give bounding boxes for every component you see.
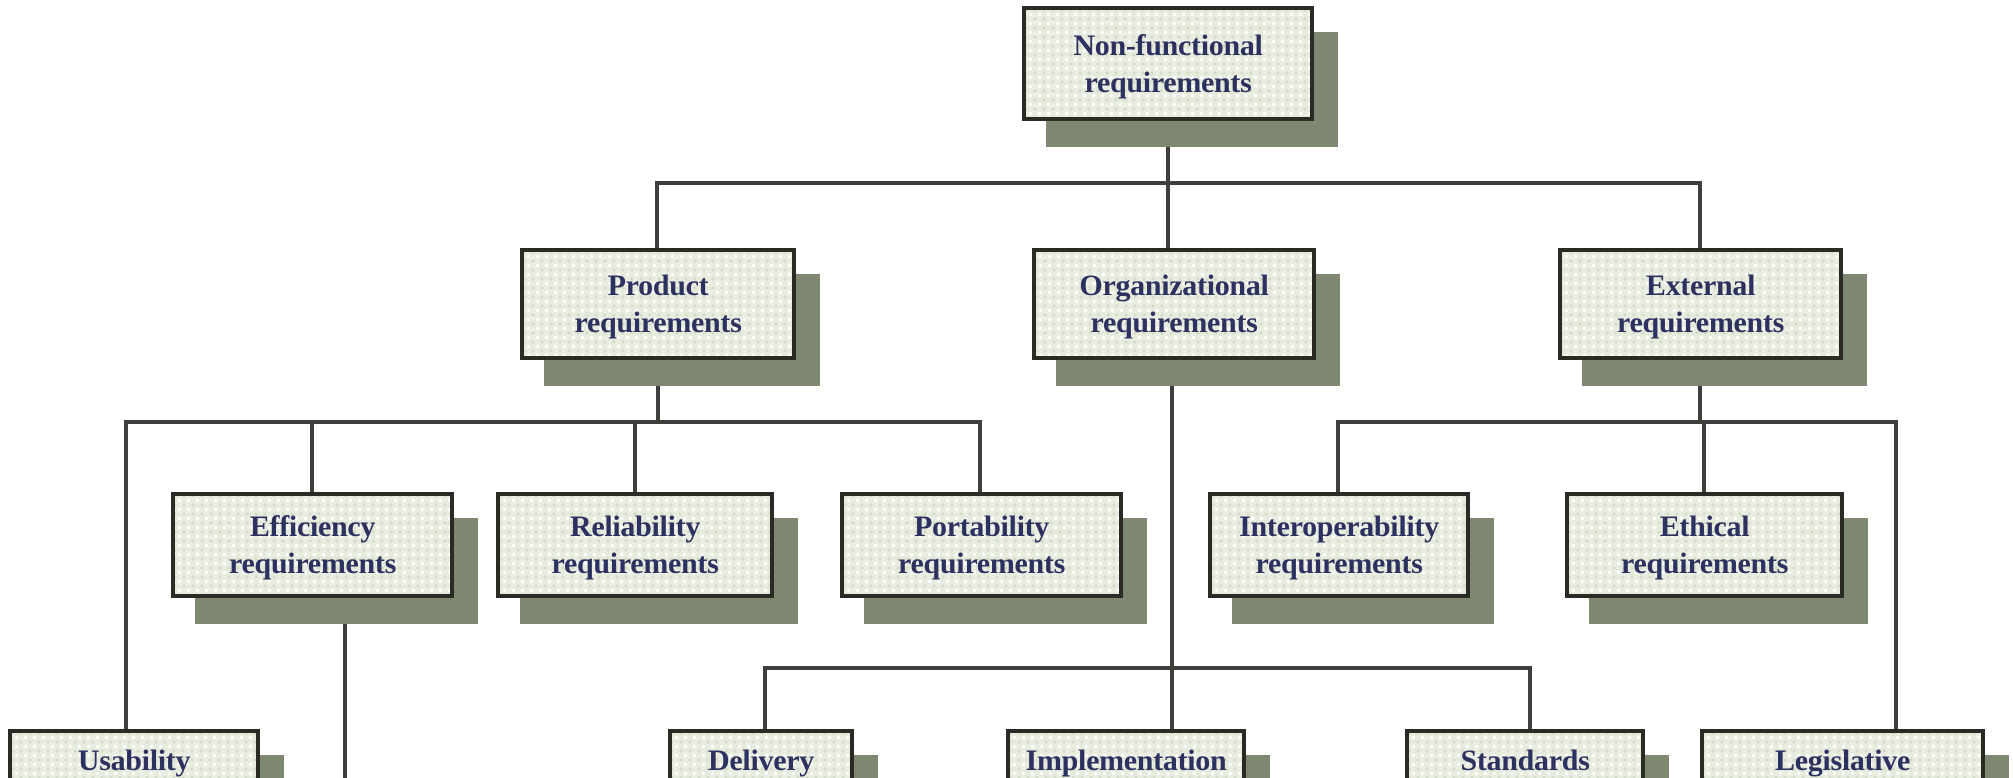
node-external-requirements: External requirements: [1558, 248, 1843, 360]
node-label-line: Interoperability: [1239, 510, 1439, 543]
connector-line-vertical: [1166, 121, 1170, 250]
connector-line-horizontal: [1336, 420, 1898, 424]
node-label-line: Implementation: [1025, 744, 1227, 777]
node-label-line: requirements: [1084, 65, 1252, 99]
node-label-line: requirements: [1617, 306, 1784, 339]
node-portability-requirements: Portability requirements: [840, 492, 1123, 598]
connector-line-vertical: [343, 598, 347, 778]
node-label-line: requirements: [229, 547, 396, 580]
node-label-line: Delivery: [708, 744, 814, 777]
node-label-line: Ethical: [1659, 510, 1750, 543]
connector-line-vertical: [633, 420, 637, 492]
connector-line-vertical: [1698, 181, 1702, 248]
node-usability: Usability: [8, 729, 260, 778]
connector-line-vertical: [1336, 420, 1340, 492]
node-label-line: Reliability: [569, 510, 701, 543]
node-label-line: requirements: [1255, 547, 1423, 580]
connector-line-vertical: [978, 420, 982, 492]
node-ethical-requirements: Ethical requirements: [1565, 492, 1844, 598]
node-label-line: Portability: [913, 510, 1049, 543]
node-label-line: Legislative: [1774, 744, 1910, 777]
connector-line-vertical: [763, 666, 767, 729]
connector-line-vertical: [1702, 420, 1706, 492]
connector-line-vertical: [1528, 666, 1532, 729]
node-label-line: External: [1645, 269, 1756, 302]
node-efficiency-requirements: Efficiency requirements: [171, 492, 454, 598]
connector-line-vertical: [310, 420, 314, 492]
node-implementation: Implementation: [1006, 729, 1246, 778]
connector-line-vertical: [1698, 360, 1702, 424]
node-product-requirements: Product requirements: [520, 248, 796, 360]
node-label-line: Efficiency: [249, 510, 376, 543]
connector-line-vertical: [1894, 420, 1898, 729]
connector-line-vertical: [656, 360, 660, 424]
node-label-line: requirements: [574, 306, 742, 339]
connector-line-vertical: [655, 181, 659, 248]
node-standards: Standards: [1405, 729, 1645, 778]
node-label-line: Standards: [1460, 744, 1590, 777]
node-label-line: requirements: [1090, 306, 1258, 339]
node-label-line: Product: [607, 269, 709, 302]
node-interoperability-requirements: Interoperability requirements: [1208, 492, 1470, 598]
connector-line-vertical: [124, 420, 128, 729]
node-organizational-requirements: Organizational requirements: [1032, 248, 1316, 360]
node-delivery: Delivery: [668, 729, 854, 778]
node-label-line: requirements: [898, 547, 1065, 580]
connector-line-horizontal: [655, 181, 1702, 185]
node-legislative: Legislative: [1700, 729, 1985, 778]
connector-line-vertical: [1170, 360, 1174, 729]
node-label-line: requirements: [551, 547, 719, 580]
connector-line-horizontal: [124, 420, 982, 424]
node-label-line: Organizational: [1079, 269, 1269, 302]
node-label-line: Usability: [77, 744, 191, 777]
node-label-line: Non-functional: [1073, 28, 1263, 62]
node-label-line: requirements: [1621, 547, 1788, 580]
connector-line-horizontal: [763, 666, 1532, 670]
node-reliability-requirements: Reliability requirements: [496, 492, 774, 598]
